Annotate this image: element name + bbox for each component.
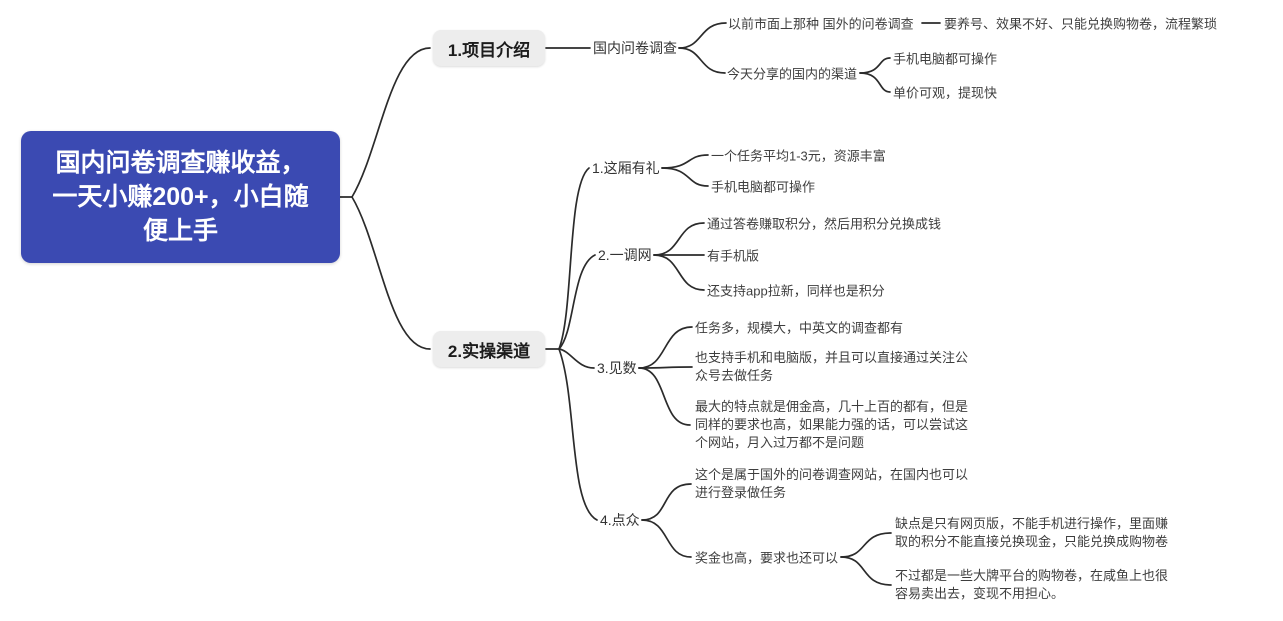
channel-2-point-2[interactable]: 有手机版: [707, 248, 760, 264]
channel-4-subpoint-1[interactable]: 缺点是只有网页版，不能手机进行操作，里面赚取的积分不能直接兑换现金，只能兑换成购…: [895, 516, 1169, 549]
root-line-2: 一天小赚200+，小白随: [52, 183, 309, 211]
channel-3-point-2[interactable]: 也支持手机和电脑版，并且可以直接通过关注公众号去做任务: [695, 350, 969, 383]
node-domestic-survey[interactable]: 国内问卷调查: [593, 40, 677, 56]
root-line-1: 国内问卷调查赚收益，: [55, 149, 306, 177]
channel-3-point-3[interactable]: 最大的特点就是佣金高，几十上百的都有，但是同样的要求也高，如果能力强的话，可以尝…: [695, 399, 969, 450]
channel-4-subpoint-2[interactable]: 不过都是一些大牌平台的购物卷，在咸鱼上也很容易卖出去，变现不用担心。: [895, 568, 1169, 601]
channel-4-name[interactable]: 4.点众: [600, 512, 640, 528]
root-node[interactable]: 国内问卷调查赚收益， 一天小赚200+，小白随 便上手: [21, 131, 340, 263]
node-good-price-fast-withdraw[interactable]: 单价可观，提现快: [893, 85, 998, 101]
channel-2-point-3[interactable]: 还支持app拉新，同样也是积分: [707, 283, 885, 299]
channel-1-point-2[interactable]: 手机电脑都可操作: [711, 179, 816, 195]
node-phone-pc-operable[interactable]: 手机电脑都可操作: [893, 51, 998, 67]
channel-4-point-2[interactable]: 奖金也高，要求也还可以: [695, 550, 839, 566]
branch-node-project-intro[interactable]: 1.项目介绍: [433, 30, 545, 66]
root-line-3: 便上手: [142, 217, 218, 245]
channel-2-point-1[interactable]: 通过答卷赚取积分，然后用积分兑换成钱: [707, 216, 942, 232]
channel-3-point-1[interactable]: 任务多，规模大，中英文的调查都有: [695, 320, 904, 336]
node-old-foreign-drawbacks[interactable]: 要养号、效果不好、只能兑换购物卷，流程繁琐: [944, 16, 1218, 32]
channel-4-point-1[interactable]: 这个是属于国外的问卷调查网站，在国内也可以进行登录做任务: [695, 467, 969, 500]
node-old-foreign-surveys[interactable]: 以前市面上那种 国外的问卷调查: [728, 16, 914, 32]
channel-2-name[interactable]: 2.一调网: [598, 247, 652, 263]
channel-1-point-1[interactable]: 一个任务平均1-3元，资源丰富: [711, 148, 886, 164]
channel-1-name[interactable]: 1.这厢有礼: [592, 160, 660, 176]
branch-node-practical-channels[interactable]: 2.实操渠道: [433, 331, 545, 367]
channel-3-name[interactable]: 3.见数: [597, 360, 637, 376]
node-today-domestic-channel[interactable]: 今天分享的国内的渠道: [727, 66, 858, 82]
